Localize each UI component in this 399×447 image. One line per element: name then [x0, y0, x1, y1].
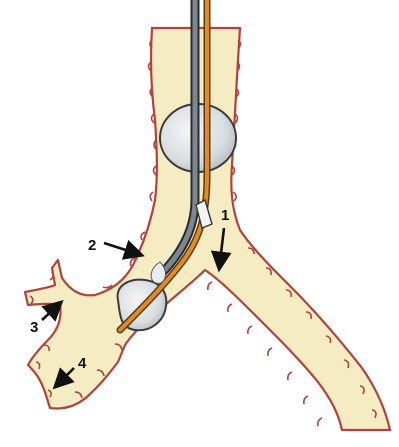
- label-2: 2: [88, 237, 96, 254]
- arrow-2: [104, 243, 135, 253]
- arrow-3: [42, 307, 56, 320]
- label-3: 3: [30, 319, 38, 336]
- label-4: 4: [78, 355, 87, 372]
- label-1: 1: [221, 207, 229, 224]
